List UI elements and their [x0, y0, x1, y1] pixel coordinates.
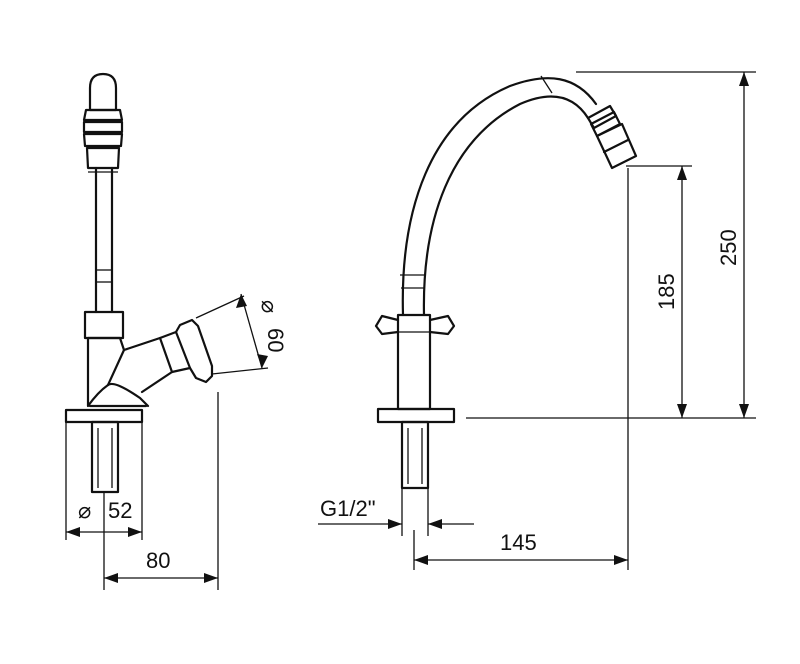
dim-spout-reach: 145	[413, 168, 629, 570]
front-view	[374, 75, 638, 490]
spout-arc-outer	[401, 77, 598, 317]
side-view	[64, 72, 214, 494]
valve-body	[86, 336, 126, 408]
spout-tube	[94, 166, 114, 314]
label-head-diameter: 60	[263, 328, 288, 352]
dim-overall-height: 250	[576, 71, 756, 418]
spout-cap	[88, 72, 118, 112]
label-base-diameter-symbol: ⌀	[78, 498, 91, 523]
valve-stem	[158, 330, 192, 374]
dim-thread: G1/2"	[318, 488, 474, 536]
cross-handle	[174, 318, 214, 384]
label-thread: G1/2"	[320, 496, 376, 521]
label-diameter-symbol: ⌀	[257, 300, 282, 313]
dim-head-diameter: ⌀ 60	[195, 293, 288, 375]
spout-collar	[83, 310, 125, 340]
front-mounting-shank	[400, 420, 430, 490]
label-spout-reach: 145	[500, 530, 537, 555]
aerator-ring-2	[82, 120, 124, 134]
label-outlet-height: 185	[654, 273, 679, 310]
front-base-flange	[376, 407, 456, 424]
aerator-ring-1	[82, 108, 124, 122]
front-aerator	[595, 122, 638, 170]
label-base-diameter: 52	[108, 498, 132, 523]
valve-bonnet	[122, 336, 174, 394]
aerator-body	[85, 146, 121, 170]
label-side-projection: 80	[146, 548, 170, 573]
dim-outlet-height: 185	[466, 165, 756, 419]
aerator-ring-3	[82, 132, 124, 148]
spout-arc-inner	[422, 95, 590, 317]
handle-right	[428, 314, 456, 336]
mounting-shank	[90, 420, 120, 494]
handle-left	[374, 314, 400, 336]
base-flange	[64, 408, 144, 424]
dim-side-projection: 80	[103, 392, 219, 590]
front-body	[396, 313, 432, 411]
label-overall-height: 250	[716, 229, 741, 266]
